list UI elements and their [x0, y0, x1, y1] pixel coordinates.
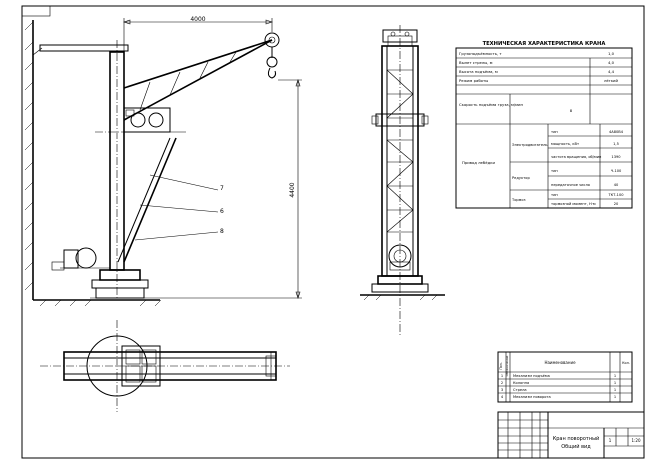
- title-block-title: Кран поворотный: [553, 435, 600, 442]
- parts-header-qty: Кол.: [622, 361, 630, 365]
- spec-sub-value: Ч-100: [611, 169, 622, 173]
- parts-row-pos: 3: [501, 388, 503, 392]
- dim-height: 4400: [289, 182, 296, 197]
- spec-sub-value: 40: [614, 183, 619, 187]
- spec-sub-label: мощность, кВт: [551, 142, 579, 146]
- parts-row-name: Колонна: [513, 381, 529, 385]
- parts-header-pos: Поз.: [499, 362, 503, 370]
- spec-row-value: 4,4: [608, 69, 615, 74]
- parts-row-pos: 2: [501, 381, 503, 385]
- parts-row-qty: 1: [614, 395, 616, 399]
- spec-sub-value: 20: [614, 202, 619, 206]
- spec-row-value: 4,0: [608, 60, 615, 65]
- spec-subgroup-name: Редуктор: [512, 176, 530, 180]
- spec-row-value: лёгкий: [604, 78, 619, 83]
- dim-reach: 4000: [190, 16, 205, 23]
- parts-row-name: Механизм подъёма: [513, 374, 550, 378]
- sheet-frame: [21, 5, 645, 459]
- spec-row-label: Высота подъёма, м: [459, 69, 498, 74]
- spec-row-value: 8: [570, 108, 573, 113]
- spec-sub-value: 4А80В4: [609, 130, 624, 134]
- spec-sub-label: частота вращения, об/мин: [551, 155, 602, 159]
- parts-row-qty: 1: [614, 374, 616, 378]
- crane-side-view: [24, 18, 302, 307]
- leader-label-3: 8: [220, 228, 224, 235]
- leader-label-2: 6: [220, 208, 224, 215]
- leader-label-1: 7: [220, 185, 224, 192]
- spec-sub-value: ТКТ-100: [607, 193, 624, 197]
- title-block-sheet: 1: [609, 438, 612, 443]
- spec-sub-label: тип: [551, 130, 558, 134]
- spec-row-label: Грузоподъёмность, т: [459, 51, 502, 56]
- spec-subgroup-name: Электродвигатель: [512, 143, 548, 147]
- title-block-subtitle: Общий вид: [561, 443, 591, 450]
- parts-row-qty: 1: [614, 388, 616, 392]
- spec-sub-label: тип: [551, 193, 558, 197]
- spec-subgroup-name: Тормоз: [511, 198, 526, 202]
- spec-group-label: Привод лебёдки: [462, 160, 495, 165]
- parts-row-pos: 1: [501, 374, 503, 378]
- spec-sub-value: 1390: [611, 155, 621, 159]
- spec-table: [455, 47, 633, 209]
- parts-row-name: Механизм поворота: [513, 395, 551, 399]
- parts-row-name: Стрела: [513, 388, 527, 392]
- spec-sub-value: 1,5: [613, 142, 619, 146]
- spec-sub-label: передаточное число: [551, 183, 590, 187]
- spec-row-label: Вылет стрелы, м: [459, 60, 493, 65]
- crane-front-view: [360, 25, 445, 335]
- spec-row-value: 1,0: [608, 51, 615, 56]
- crane-plan-view: [40, 320, 290, 412]
- parts-header-designation: Обозначение: [505, 355, 509, 376]
- spec-row-label: Скорость подъёма груза, м/мин: [459, 102, 523, 107]
- parts-row-qty: 1: [614, 381, 616, 385]
- title-block-scale: 1:20: [632, 438, 641, 443]
- spec-title: ТЕХНИЧЕСКАЯ ХАРАКТЕРИСТИКА КРАНА: [483, 41, 606, 47]
- title-block: [497, 411, 645, 459]
- spec-row-label: Режим работы: [459, 78, 488, 83]
- parts-header-name: Наименование: [544, 360, 576, 365]
- spec-sub-label: тип: [551, 169, 558, 173]
- parts-list: [497, 351, 633, 403]
- parts-row-pos: 4: [501, 395, 504, 399]
- spec-sub-label: тормозной момент, Н·м: [551, 202, 596, 206]
